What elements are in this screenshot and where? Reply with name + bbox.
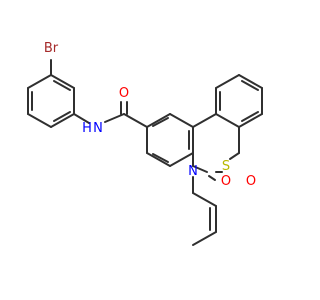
allyl-chain (192, 176, 217, 246)
amide-nitrogen-label: N (93, 121, 103, 136)
s-n-bond (208, 175, 216, 181)
benzo-ring-a (146, 113, 194, 167)
molecule-drawing: Br N H O N S O O (27, 41, 263, 246)
carbonyl-ring-bond (123, 113, 148, 128)
amide-hydrogen-label: H (82, 121, 92, 136)
molecule-canvas: Br N H O N S O O (27, 41, 263, 246)
bromine-label: Br (44, 41, 59, 56)
benzo-ring-c (215, 74, 263, 128)
thiazine-ring (192, 113, 240, 173)
bromophenyl-ring (27, 74, 75, 128)
sulfur-label: S (222, 159, 230, 174)
n-carbonyl-bond (104, 113, 125, 123)
sulfonyl-oxygen-2-label: O (246, 174, 256, 189)
ring-nitrogen-label: N (188, 164, 198, 179)
aryl-n-bond (73, 113, 90, 124)
carbonyl-oxygen-label: O (119, 86, 129, 101)
sulfonyl-oxygen-1-label: O (221, 174, 231, 189)
